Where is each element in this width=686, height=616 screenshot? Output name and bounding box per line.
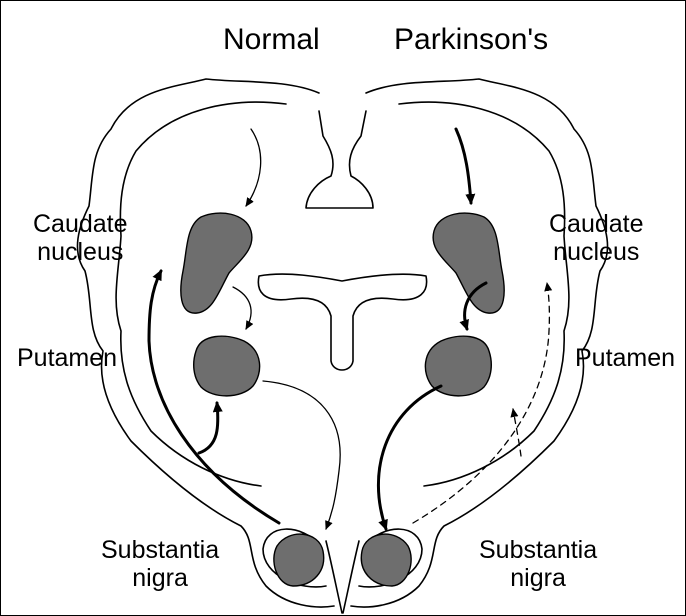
upper-ventricle (306, 111, 373, 208)
left-putamen-shape (194, 336, 260, 396)
lower-ventricle (258, 274, 426, 370)
left-substantia-nigra-shape (274, 534, 324, 586)
normal-cortex-to-caudate-arrow (246, 129, 261, 206)
label-caudate-nucleus-right: Caudate nucleus (549, 211, 644, 266)
pd-nigra-to-caudate-dashed-arrow (413, 283, 549, 523)
right-substantia-nigra-shape (361, 534, 411, 586)
heading-normal: Normal (223, 23, 320, 56)
label-caudate-nucleus-left: Caudate nucleus (33, 211, 128, 266)
normal-nigra-to-putamen-arrow (199, 403, 218, 453)
pd-cortex-to-caudate-arrow (456, 129, 471, 203)
left-caudate-nucleus-shape (181, 213, 252, 313)
label-putamen-right: Putamen (575, 345, 675, 373)
right-putamen-shape (425, 336, 491, 396)
midline-notch (326, 541, 359, 613)
normal-caudate-to-putamen-arrow (233, 287, 251, 329)
label-substantia-nigra-right: Substantia nigra (479, 537, 597, 592)
normal-putamen-to-nigra-arrow (263, 381, 340, 529)
pd-putamen-to-nigra-arrow (378, 386, 441, 529)
heading-parkinsons: Parkinson's (394, 23, 548, 56)
label-putamen-left: Putamen (17, 345, 117, 373)
label-substantia-nigra-left: Substantia nigra (101, 537, 219, 592)
